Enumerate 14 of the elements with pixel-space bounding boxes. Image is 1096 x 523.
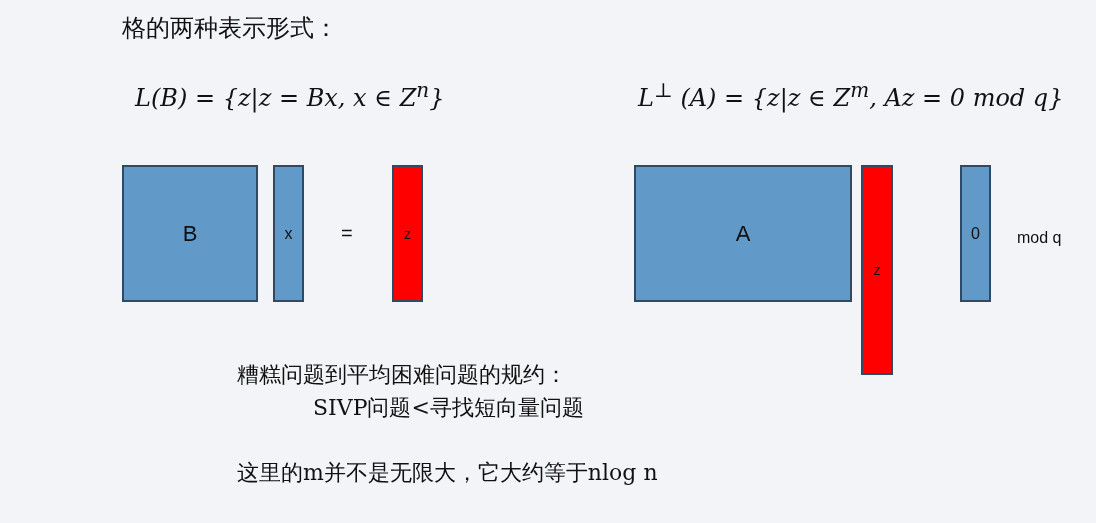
matrix-block: x [273,165,304,302]
matrix-block: z [392,165,423,302]
formula: L(B) = {z|z = Bx, x ∈ Z$^{n}$} [135,78,445,112]
equals-sign: = [341,222,353,245]
note-text: SIVP问题<寻找短向量问题 [313,394,584,422]
matrix-block: A [634,165,852,302]
note-text: 糟糕问题到平均困难问题的规约： [237,361,567,389]
heading: 格的两种表示形式： [122,13,338,44]
matrix-block: B [122,165,258,302]
modulus-text: mod q [1017,229,1062,247]
matrix-block: z [861,165,893,375]
note-text: 这里的m并不是无限大，它大约等于nlog n [237,459,658,487]
formula: L$^{⊥}$ (A) = {z|z ∈ Z$^{m}$, Az = 0 mod q} [638,78,1064,112]
matrix-block: 0 [960,165,991,302]
